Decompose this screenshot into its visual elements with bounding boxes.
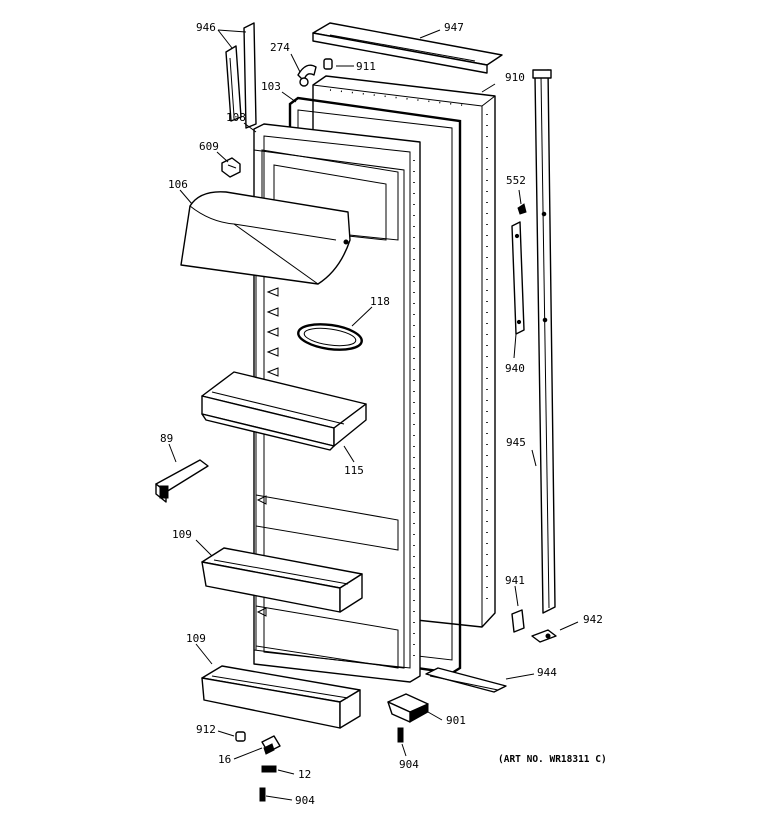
- part-945-trim-strip: [532, 69, 556, 614]
- callout-106: 106: [168, 178, 188, 191]
- part-609-clip: [221, 157, 241, 178]
- callout-108: 108: [226, 111, 246, 124]
- callout-946: 946: [196, 21, 216, 34]
- part-904-screw-upper: [397, 727, 404, 743]
- callout-941: 941: [505, 574, 525, 587]
- part-109-lower-shelf-bin: [201, 665, 361, 729]
- part-552-screw: [517, 203, 527, 215]
- part-942-hinge-cam: [531, 629, 557, 643]
- callout-944: 944: [537, 666, 557, 679]
- callout-945: 945: [506, 436, 526, 449]
- part-118-gasket-ring: [297, 323, 363, 351]
- part-115-door-bin: [201, 371, 367, 451]
- leader-lines: [168, 29, 579, 801]
- part-904-screw-lower: [259, 787, 266, 802]
- callout-940: 940: [505, 362, 525, 375]
- callout-947: 947: [444, 21, 464, 34]
- callout-904-upper: 904: [399, 758, 419, 771]
- part-109-upper-shelf-bin: [201, 547, 363, 613]
- callout-16: 16: [218, 753, 231, 766]
- callout-115: 115: [344, 464, 364, 477]
- callout-274: 274: [270, 41, 290, 54]
- callout-118: 118: [370, 295, 390, 308]
- part-12-washer: [261, 765, 277, 773]
- callout-89: 89: [160, 432, 173, 445]
- part-89-tray: [155, 459, 209, 503]
- part-940-bracket: [511, 221, 525, 335]
- callout-904-lower: 904: [295, 794, 315, 807]
- callout-609: 609: [199, 140, 219, 153]
- part-947-top-cap: [312, 22, 503, 74]
- callout-901: 901: [446, 714, 466, 727]
- callout-12: 12: [298, 768, 311, 781]
- part-911-bushing: [323, 58, 333, 70]
- part-912-cap: [235, 731, 246, 742]
- callout-552: 552: [506, 174, 526, 187]
- part-946-hinge-strip: [225, 22, 257, 129]
- art-number: (ART NO. WR18311 C): [498, 754, 607, 765]
- callout-911: 911: [356, 60, 376, 73]
- part-106-dairy-door: [180, 191, 351, 285]
- part-901-bottom-hinge: [387, 693, 429, 723]
- callout-942: 942: [583, 613, 603, 626]
- part-941-block: [511, 609, 525, 633]
- callout-109-lower: 109: [186, 632, 206, 645]
- callout-910: 910: [505, 71, 525, 84]
- part-944-bottom-bar: [425, 667, 507, 693]
- callout-103: 103: [261, 80, 281, 93]
- callout-109-upper: 109: [172, 528, 192, 541]
- callout-912: 912: [196, 723, 216, 736]
- part-16-bushing: [261, 735, 281, 755]
- part-274-hinge-pin: [297, 64, 317, 87]
